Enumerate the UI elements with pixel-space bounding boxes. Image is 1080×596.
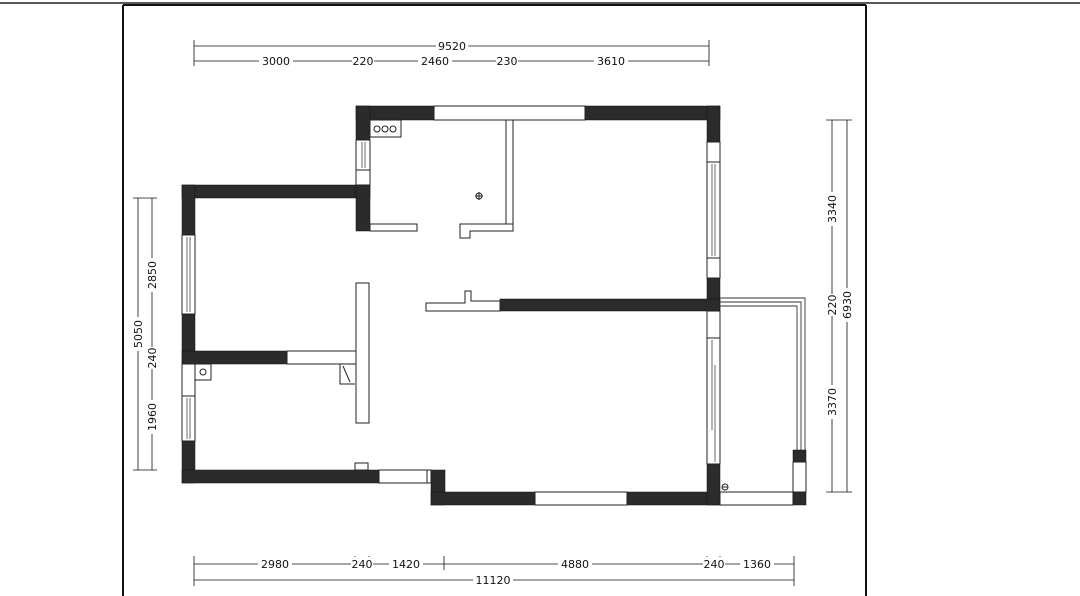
dim-left-outer: 5050: [132, 320, 145, 348]
fixtures: [194, 119, 729, 491]
dim-right-2: 3370: [826, 388, 839, 416]
dim-top-1: 220: [353, 55, 374, 68]
dim-right-total: 6930: [841, 291, 854, 319]
floor-drain-icon: [475, 192, 483, 200]
dim-bottom-2: 1420: [392, 558, 420, 571]
dim-top-0: 3000: [262, 55, 290, 68]
dim-right-1: 220: [826, 295, 839, 316]
dim-bottom-3: 4880: [561, 558, 589, 571]
dim-bottom-5: 1360: [743, 558, 771, 571]
window-glazing: [186, 142, 716, 462]
dim-bottom-4: 240: [704, 558, 725, 571]
dim-left-2: 1960: [146, 403, 159, 431]
stove-icon: [369, 119, 402, 138]
balcony-railing: [720, 297, 806, 450]
dim-top-2: 2460: [421, 55, 449, 68]
dim-left-1: 240: [146, 348, 159, 369]
dim-top-4: 3610: [597, 55, 625, 68]
drain-icon: [721, 483, 729, 491]
dim-left-0: 2850: [146, 261, 159, 289]
dim-bottom-0: 2980: [261, 558, 289, 571]
dim-right-0: 3340: [826, 195, 839, 223]
walls: [181, 105, 807, 506]
dim-bottom-1: 240: [352, 558, 373, 571]
fixture-bracket: [339, 364, 355, 385]
drawing-frame: [122, 4, 867, 596]
dim-top-3: 230: [497, 55, 518, 68]
dim-top-total: 9520: [438, 40, 466, 53]
sink-icon: [194, 363, 212, 381]
dim-bottom-total: 11120: [476, 574, 511, 587]
partitions-and-openings: [181, 105, 807, 506]
dimension-labels: 9520 3000 220 2460 230 3610 2980 240 142…: [131, 39, 854, 587]
